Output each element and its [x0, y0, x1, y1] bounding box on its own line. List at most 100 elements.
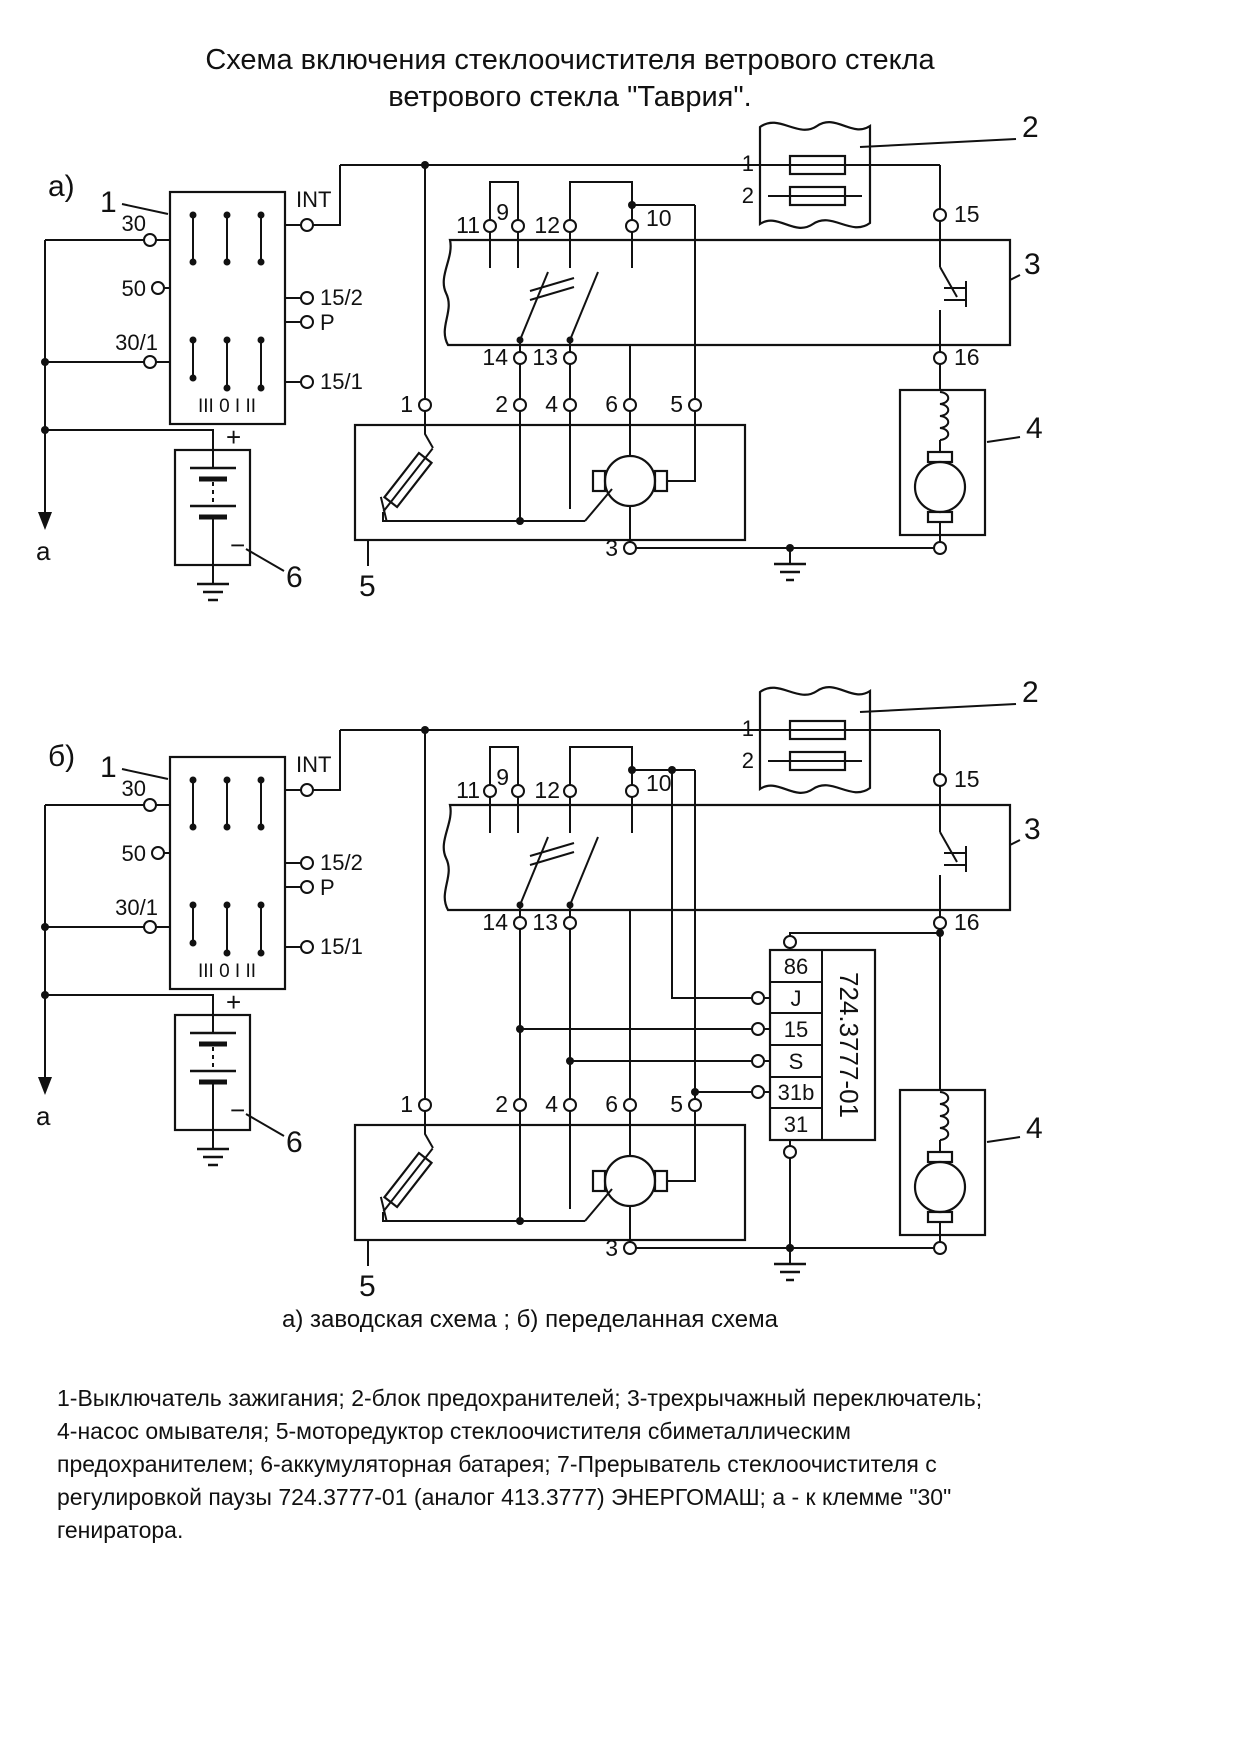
legend-line-5: гениратора. — [57, 1517, 184, 1543]
generator-bus: а — [36, 240, 52, 566]
terminal-m6-label: 6 — [605, 391, 618, 417]
callout-2-leader — [859, 138, 1017, 148]
terminal-14 — [513, 351, 527, 365]
relay-pin-86-label: 86 — [784, 954, 808, 979]
callout-4-leader — [986, 436, 1021, 443]
terminal-15 — [933, 208, 947, 222]
band-bottom-terminals: 14 13 16 — [482, 344, 979, 370]
park-switch-lever — [584, 488, 613, 522]
int-wire — [313, 165, 341, 226]
battery: + − — [45, 422, 252, 602]
terminal-m6 — [623, 398, 637, 412]
diagram-b-upper — [36, 676, 1041, 1165]
terminal-m1-label: 1 — [400, 391, 413, 417]
diagram-b-connectors — [424, 730, 941, 1099]
fuse-2 — [788, 185, 847, 207]
schematic-upper-section: а 1 III 0 I II 30 50 30/1 — [36, 111, 1041, 602]
terminal-m1 — [418, 398, 432, 412]
ground-icon — [774, 548, 806, 582]
arrow-down-icon — [38, 512, 52, 530]
ignition-positions: III 0 I II — [198, 396, 256, 417]
callout-1-leader — [121, 203, 169, 215]
terminal-13-label: 13 — [532, 344, 558, 370]
terminal-14-label: 14 — [482, 344, 508, 370]
fuse-block: 1 2 — [742, 121, 872, 229]
terminal-10 — [625, 219, 639, 233]
terminal-11-label: 11 — [456, 212, 480, 238]
fuse-1-label: 1 — [742, 151, 754, 176]
ignition-contacts — [189, 211, 265, 392]
diagram-b-label: б) — [48, 740, 75, 773]
callout-6-leader — [245, 548, 285, 572]
relay-terminal-31b — [751, 1085, 765, 1099]
terminal-m4-label: 4 — [545, 391, 558, 417]
title-line-2: ветрового стекла "Таврия". — [388, 81, 752, 113]
terminal-12-label: 12 — [534, 212, 560, 238]
terminal-11 — [483, 219, 497, 233]
callout-4: 4 — [1026, 412, 1043, 445]
terminal-m2 — [513, 398, 527, 412]
page-title: Схема включения стеклоочистителя ветрово… — [0, 42, 1140, 116]
washer-pump — [898, 388, 987, 555]
legend-line-4: регулировкой паузы 724.3777-01 (аналог 4… — [57, 1484, 952, 1510]
wiper-motor-block — [353, 411, 747, 542]
terminal-50 — [151, 281, 165, 295]
relay-terminal-s — [751, 1054, 765, 1068]
terminal-15-2 — [300, 291, 314, 305]
diagram-b-extras: б) 86 J 15 S 31b 31 724.3777-01 — [48, 730, 944, 1252]
terminal-m2-label: 2 — [495, 391, 508, 417]
callout-5: 5 — [359, 570, 376, 603]
callout-2: 2 — [1022, 111, 1039, 144]
diagram-a-connectors: а) — [48, 165, 941, 399]
terminal-p-label: P — [320, 310, 335, 335]
pump-coil — [939, 391, 950, 441]
relay-pin-15-label: 15 — [784, 1017, 808, 1042]
battery-minus-label: − — [230, 530, 245, 560]
generator-terminal-label: а — [36, 536, 51, 566]
battery-ground-icon — [197, 582, 229, 602]
terminal-int-label: INT — [296, 187, 331, 212]
terminal-9-label: 9 — [496, 199, 509, 225]
bimetal-fuse — [379, 447, 434, 523]
terminal-int — [300, 218, 314, 232]
legend-line-3: предохранителем; 6-аккумуляторная батаре… — [57, 1451, 937, 1477]
terminal-30-1-label: 30/1 — [115, 330, 158, 355]
terminal-9 — [511, 219, 525, 233]
relay-model-label: 724.3777-01 — [834, 972, 864, 1118]
fuse-1 — [788, 154, 847, 176]
fuse-2-label: 2 — [742, 183, 754, 208]
diagram-b-lower — [353, 1088, 1044, 1305]
relay-terminal-15 — [751, 1022, 765, 1036]
relay-pin-31b-label: 31b — [778, 1080, 815, 1105]
terminal-12 — [563, 219, 577, 233]
terminal-m5 — [688, 398, 702, 412]
relay-pin-31-label: 31 — [784, 1112, 808, 1137]
relay-top-terminal — [783, 935, 797, 949]
washer-switch-contact — [939, 240, 967, 352]
schemes-caption: а) заводская схема ; б) переделанная схе… — [282, 1306, 778, 1333]
relay-pin-j-label: J — [791, 986, 802, 1011]
terminal-m4 — [563, 398, 577, 412]
diagram-a-label: а) — [48, 170, 75, 203]
callout-3-leader — [1009, 274, 1021, 281]
terminal-15-2-label: 15/2 — [320, 285, 363, 310]
terminal-30 — [143, 233, 157, 247]
relay-pin-s-label: S — [789, 1049, 804, 1074]
callout-6: 6 — [286, 561, 303, 594]
pump-ground-terminal — [933, 541, 947, 555]
terminal-15-label: 15 — [954, 201, 980, 227]
schematic-lower-section: 1 2 4 6 5 — [353, 388, 1043, 603]
legend-line-2: 4-насос омывателя; 5-моторедуктор стекло… — [57, 1418, 851, 1444]
terminal-p — [300, 315, 314, 329]
terminal-15-1 — [300, 375, 314, 389]
ignition-switch: III 0 I II 30 50 30/1 INT 15/2 P — [45, 187, 363, 426]
terminal-50-label: 50 — [122, 276, 146, 301]
motor-terminals: 1 2 4 6 5 — [400, 391, 702, 417]
callout-3: 3 — [1024, 248, 1041, 281]
legend: 1-Выключатель зажигания; 2-блок предохра… — [57, 1382, 1197, 1547]
legend-line-1: 1-Выключатель зажигания; 2-блок предохра… — [57, 1385, 983, 1411]
callout-1: 1 — [100, 186, 117, 219]
terminal-15-1-label: 15/1 — [320, 369, 363, 394]
terminal-13 — [563, 351, 577, 365]
